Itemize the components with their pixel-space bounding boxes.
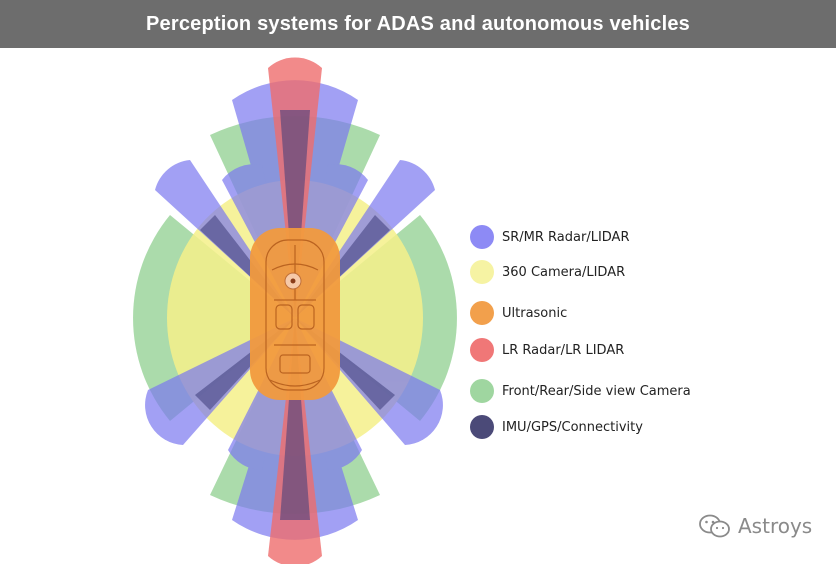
legend-item-360-camera: 360 Camera/LIDAR bbox=[470, 259, 625, 285]
imu-overlap-front bbox=[280, 110, 310, 318]
legend-label: Front/Rear/Side view Camera bbox=[502, 383, 691, 399]
legend-item-lr-radar: LR Radar/LR LIDAR bbox=[470, 337, 624, 363]
car-sensor-dot bbox=[290, 278, 296, 284]
sensor-coverage-diagram bbox=[0, 48, 836, 567]
legend-swatch bbox=[470, 225, 494, 249]
legend-item-imu-gps: IMU/GPS/Connectivity bbox=[470, 414, 643, 440]
ultrasonic-zone bbox=[250, 228, 340, 400]
coverage-svg bbox=[133, 57, 457, 567]
legend-label: IMU/GPS/Connectivity bbox=[502, 419, 643, 435]
legend-label: 360 Camera/LIDAR bbox=[502, 264, 626, 280]
watermark-text: Astroys bbox=[738, 514, 813, 538]
imu-overlap-rear bbox=[280, 318, 310, 520]
car-outline bbox=[265, 239, 325, 391]
legend-swatch bbox=[470, 301, 494, 325]
legend-swatch bbox=[470, 260, 494, 284]
legend-swatch bbox=[470, 415, 494, 439]
legend-label: SR/MR Radar/LIDAR bbox=[502, 229, 630, 245]
legend-item-sr-mr-radar: SR/MR Radar/LIDAR bbox=[470, 224, 630, 250]
watermark: Astroys bbox=[698, 512, 812, 540]
legend-swatch bbox=[470, 379, 494, 403]
wechat-icon bbox=[699, 514, 730, 538]
title-bar: Perception systems for ADAS and autonomo… bbox=[0, 0, 836, 48]
page-title: Perception systems for ADAS and autonomo… bbox=[145, 12, 691, 35]
legend-swatch bbox=[470, 338, 494, 362]
legend-label: Ultrasonic bbox=[502, 305, 568, 321]
legend-label: LR Radar/LR LIDAR bbox=[502, 342, 625, 358]
legend-item-side-camera: Front/Rear/Side view Camera bbox=[470, 378, 691, 404]
legend-item-ultrasonic: Ultrasonic bbox=[470, 300, 567, 326]
